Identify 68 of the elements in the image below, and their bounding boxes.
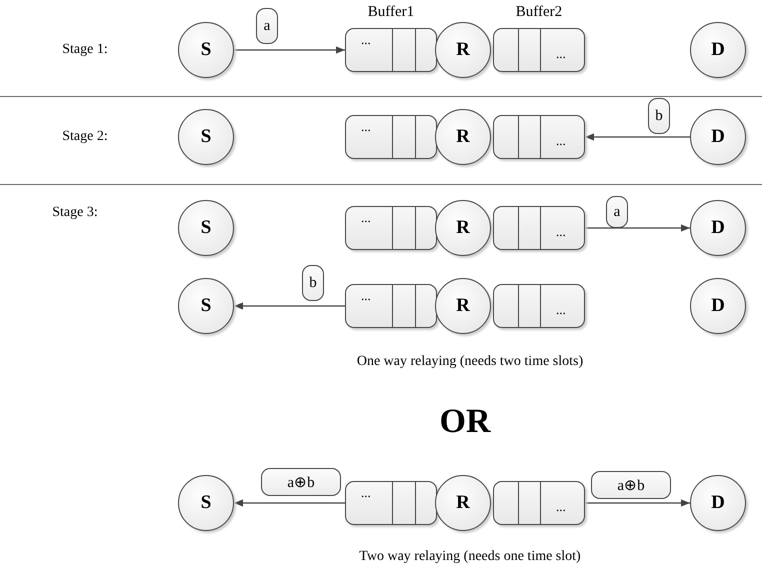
ellipsis-text: ... [361, 120, 371, 133]
arrow [234, 499, 345, 507]
node-circle [178, 22, 234, 78]
buffer-queue [493, 115, 585, 159]
buffer-queue [345, 115, 437, 159]
ellipsis-text: ... [556, 134, 566, 147]
ellipsis-text: ... [361, 486, 371, 499]
node-label: R [456, 39, 470, 61]
ellipsis-text: ... [361, 211, 371, 224]
caption: One way relaying (needs two time slots) [356, 354, 584, 370]
node-circle [178, 109, 234, 165]
packet-label: a⊕b [261, 468, 341, 496]
node-label: R [456, 492, 470, 514]
node-label: D [711, 126, 725, 148]
packet-label: a [606, 196, 628, 228]
node-label: S [200, 295, 212, 317]
node-circle [178, 200, 234, 256]
stage-label: Stage 2: [62, 129, 108, 145]
buffer-queue [345, 206, 437, 250]
node-circle [435, 22, 491, 78]
node-label: R [456, 126, 470, 148]
node-circle [690, 109, 746, 165]
node-label: D [711, 492, 725, 514]
or-heading: OR [440, 403, 490, 441]
caption: Two way relaying (needs one time slot) [359, 549, 581, 565]
packet-label: a [256, 8, 278, 44]
node-label: D [711, 217, 725, 239]
ellipsis-text: ... [361, 33, 371, 46]
node-circle [435, 475, 491, 531]
arrow [585, 499, 690, 507]
buffer-queue [345, 284, 437, 328]
stage-label: Stage 1: [62, 42, 108, 58]
buffer-queue [345, 481, 437, 525]
node-label: S [200, 217, 212, 239]
buffer-label: Buffer1 [366, 4, 416, 21]
buffer-label: Buffer2 [514, 4, 564, 21]
node-circle [435, 200, 491, 256]
node-label: D [711, 39, 725, 61]
arrow [585, 133, 690, 141]
ellipsis-text: ... [556, 47, 566, 60]
node-circle [178, 278, 234, 334]
node-circle [690, 278, 746, 334]
node-label: R [456, 295, 470, 317]
packet-label: b [648, 98, 670, 134]
node-circle [435, 278, 491, 334]
node-circle [435, 109, 491, 165]
ellipsis-text: ... [556, 500, 566, 513]
arrow [234, 302, 345, 310]
packet-label: a⊕b [591, 471, 671, 499]
node-circle [690, 22, 746, 78]
node-label: R [456, 217, 470, 239]
node-label: S [200, 39, 212, 61]
buffer-queue [493, 206, 585, 250]
ellipsis-text: ... [556, 303, 566, 316]
arrow [585, 224, 690, 232]
buffer-queue [493, 284, 585, 328]
stage-label: Stage 3: [52, 205, 98, 221]
node-label: S [200, 126, 212, 148]
ellipsis-text: ... [361, 289, 371, 302]
node-label: S [200, 492, 212, 514]
buffer-queue [493, 481, 585, 525]
node-circle [690, 200, 746, 256]
node-circle [178, 475, 234, 531]
packet-label: b [302, 265, 324, 301]
ellipsis-text: ... [556, 225, 566, 238]
arrow [234, 46, 345, 54]
node-circle [690, 475, 746, 531]
node-label: D [711, 295, 725, 317]
